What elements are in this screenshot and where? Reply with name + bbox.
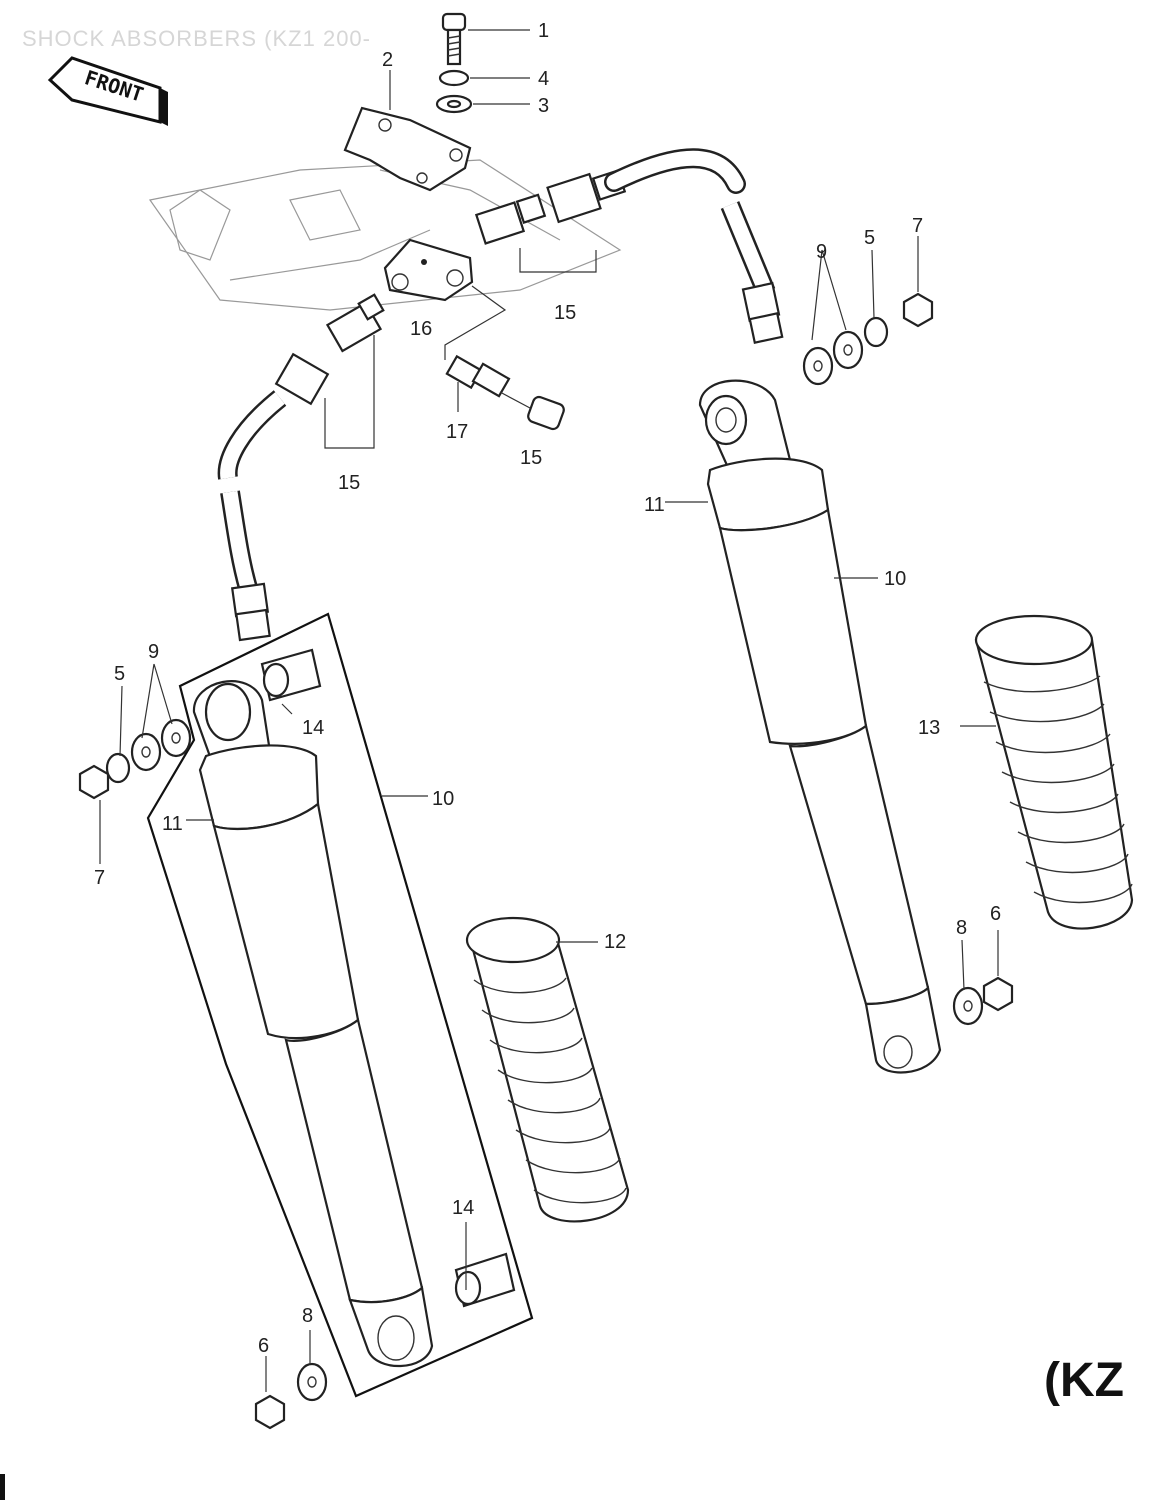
washer-part-8-right	[952, 986, 984, 1026]
callout-5-right: 5	[864, 227, 875, 249]
model-tag: (KZ	[1044, 1354, 1124, 1407]
bushing-part-14-top	[260, 648, 322, 702]
dust-boot-part-12	[465, 916, 630, 1223]
hose-fitting-left	[325, 293, 385, 353]
callout-9-left: 9	[148, 641, 159, 663]
lock-washer-part-4	[438, 69, 470, 87]
callout-11-left: 11	[162, 813, 183, 835]
assembly-panel	[146, 612, 534, 1398]
shock-body-part-10	[718, 508, 868, 745]
hose-right	[604, 148, 784, 344]
nut-part-7-right	[902, 292, 934, 328]
callout-1: 1	[538, 20, 549, 42]
nut-part-7-left	[78, 764, 110, 800]
callout-15-left: 15	[338, 472, 360, 494]
callout-13: 13	[918, 717, 940, 739]
shock-absorber-left	[192, 680, 434, 1368]
front-arrow-sign: FRONT	[47, 56, 168, 126]
callout-17: 17	[446, 421, 468, 443]
diagram-header: SHOCK ABSORBERS (KZ1 200-	[22, 26, 371, 51]
callout-14-top: 14	[302, 717, 324, 739]
callout-15-cap: 15	[520, 447, 542, 469]
callout-10-left: 10	[432, 788, 454, 810]
callout-8-left: 8	[302, 1305, 313, 1327]
callout-2: 2	[382, 49, 393, 71]
callout-3: 3	[538, 95, 549, 117]
bracket-part-2	[343, 106, 472, 192]
lock-washer-part-5-left	[105, 752, 131, 784]
bolt-part-1	[441, 12, 467, 66]
cap-part-15	[527, 395, 565, 431]
callout-12: 12	[604, 931, 626, 953]
nut-part-6-right	[982, 976, 1014, 1012]
shock-absorber-right	[698, 379, 942, 1074]
callout-10-right: 10	[884, 568, 906, 590]
nut-part-6-left	[254, 1394, 286, 1430]
hose-fitting-upper	[474, 169, 627, 245]
callout-8-right: 8	[956, 917, 967, 939]
washer-part-9-left	[130, 718, 192, 772]
callout-4: 4	[538, 68, 549, 90]
hose-left	[217, 352, 330, 642]
frame-outline	[148, 159, 622, 311]
bushing-part-14-bottom	[454, 1252, 516, 1308]
lock-washer-part-5-right	[863, 316, 889, 348]
shock-body-part-10-left	[212, 802, 360, 1040]
callout-14-bottom: 14	[452, 1197, 474, 1219]
edge-mark	[0, 1474, 5, 1500]
callout-5-left: 5	[114, 663, 125, 685]
hose-joint-part-16	[383, 238, 474, 302]
callout-16: 16	[410, 318, 432, 340]
callout-9-right: 9	[816, 241, 827, 263]
washer-part-8-left	[296, 1362, 328, 1402]
callout-11-right: 11	[644, 494, 665, 516]
washer-part-9-right	[802, 330, 864, 386]
callout-7-right: 7	[912, 215, 923, 237]
callout-15-upper: 15	[554, 302, 576, 324]
callout-7-left: 7	[94, 867, 105, 889]
callout-6-right: 6	[990, 903, 1001, 925]
banjo-fitting-part-17	[445, 354, 511, 398]
callout-6-left: 6	[258, 1335, 269, 1357]
dust-boot-part-13	[974, 614, 1134, 930]
